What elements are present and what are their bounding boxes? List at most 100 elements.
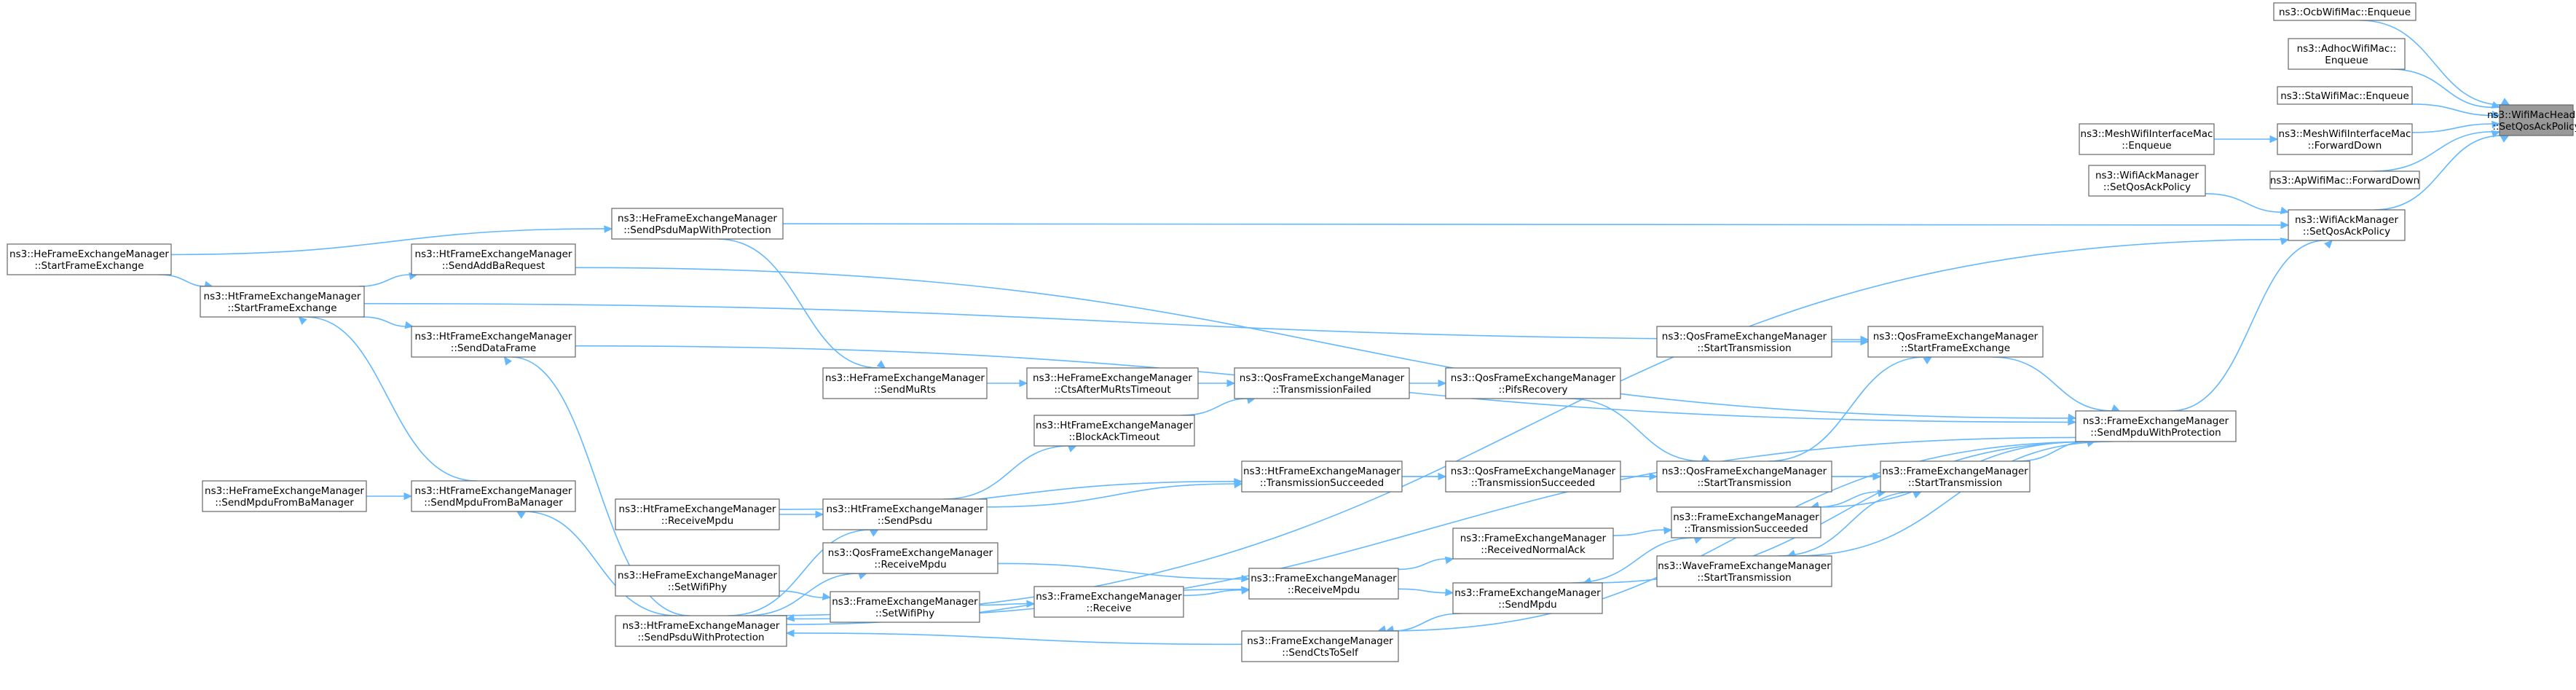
graph-node-fectsself[interactable]: ns3::FrameExchangeManager::SendCtsToSelf — [1241, 630, 1399, 662]
node-box — [202, 480, 367, 512]
graph-node-qostxfailed[interactable]: ns3::QosFrameExchangeManager::Transmissi… — [1234, 367, 1410, 399]
node-label-line: ::SendDataFrame — [451, 342, 536, 354]
graph-node-hectsafter[interactable]: ns3::HeFrameExchangeManager::CtsAfterMuR… — [1026, 367, 1199, 399]
call-edge-fectsself-to-htsendpsduwp — [785, 629, 1242, 646]
node-label-line: ::SendCtsToSelf — [1282, 647, 1359, 659]
graph-node-htsendpsduwp[interactable]: ns3::HtFrameExchangeManager::SendPsduWit… — [615, 615, 787, 647]
node-box — [615, 615, 787, 647]
node-box — [1452, 582, 1603, 614]
edge-line — [2170, 240, 2326, 412]
edge-arrowhead — [870, 529, 879, 537]
graph-node-wavestarttx[interactable]: ns3::WaveFrameExchangeManager::StartTran… — [1656, 555, 1832, 587]
graph-node-fetxsucc[interactable]: ns3::FrameExchangeManager::TransmissionS… — [1671, 506, 1821, 538]
node-box — [1033, 586, 1184, 618]
call-edge-ferecvmpdu-to-fesendmpdu — [1398, 588, 1454, 597]
graph-node-ferecv[interactable]: ns3::FrameExchangeManager::Receive — [1033, 586, 1184, 618]
graph-node-htsendpsdu[interactable]: ns3::HtFrameExchangeManager::SendPsdu — [822, 498, 988, 530]
call-edge-sta-to-root — [2411, 103, 2501, 119]
node-label-line: ::StartFrameExchange — [227, 302, 336, 314]
call-edge-adhoc-to-root — [2390, 68, 2501, 109]
edge-arrowhead — [516, 511, 526, 520]
edge-line — [1768, 356, 1926, 462]
graph-node-hemurts[interactable]: ns3::HeFrameExchangeManager::SendMuRts — [822, 367, 988, 399]
edge-arrowhead — [1234, 478, 1243, 486]
graph-node-meshfwd[interactable]: ns3::MeshWifiInterfaceMac::ForwardDown — [2277, 123, 2413, 155]
graph-node-meshenq[interactable]: ns3::MeshWifiInterfaceMac::Enqueue — [2079, 123, 2215, 155]
graph-node-qosstarttxL[interactable]: ns3::QosFrameExchangeManager::StartTrans… — [1656, 326, 1832, 358]
graph-node-hesendpsdumap[interactable]: ns3::HeFrameExchangeManager::SendPsduMap… — [611, 208, 784, 240]
graph-node-ocb[interactable]: ns3::OcbWifiMac::Enqueue — [2273, 2, 2417, 21]
edge-layer — [159, 20, 2510, 646]
edge-line — [1816, 491, 1879, 508]
node-box — [1241, 460, 1403, 493]
graph-node-fesmwp[interactable]: ns3::FrameExchangeManager::SendMpduWithP… — [2075, 410, 2237, 442]
edge-arrowhead — [2491, 110, 2501, 119]
graph-node-fesetphy[interactable]: ns3::FrameExchangeManager::SetWifiPhy — [830, 591, 980, 623]
graph-node-hesetphy[interactable]: ns3::HeFrameExchangeManager::SetWifiPhy — [615, 565, 780, 597]
node-label-line: ::SetWifiPhy — [875, 608, 934, 619]
graph-node-qosstarttx[interactable]: ns3::QosFrameExchangeManager::StartTrans… — [1656, 460, 1832, 493]
graph-node-sta[interactable]: ns3::StaWifiMac::Enqueue — [2277, 86, 2413, 105]
node-box — [822, 498, 988, 530]
graph-node-ferecvmpdu[interactable]: ns3::FrameExchangeManager::ReceiveMpdu — [1248, 568, 1399, 600]
edge-line — [1794, 441, 2113, 557]
node-box — [2075, 410, 2237, 442]
call-edge-htsendmpdubam-to-htstartfe — [298, 316, 477, 482]
edge-line — [1398, 588, 1447, 594]
call-edge-htstartfe-to-htaddba — [358, 272, 418, 287]
node-label-line: ns3::HtFrameExchangeManager — [415, 331, 572, 342]
node-box — [7, 243, 172, 275]
graph-node-htsendmpdubam[interactable]: ns3::HtFrameExchangeManager::SendMpduFro… — [411, 480, 576, 512]
graph-node-httxsucc[interactable]: ns3::HtFrameExchangeManager::Transmissio… — [1241, 460, 1403, 493]
edge-arrowhead — [1872, 472, 1882, 481]
edge-arrowhead — [1026, 600, 1036, 608]
graph-node-adhoc[interactable]: ns3::AdhocWifiMac::Enqueue — [2288, 38, 2406, 70]
graph-node-htblockack[interactable]: ns3::HtFrameExchangeManager::BlockAckTim… — [1033, 415, 1195, 447]
node-label-line: ::StartTransmission — [1697, 477, 1791, 489]
edge-line — [511, 356, 690, 616]
edge-arrowhead — [1445, 588, 1454, 597]
graph-node-htrecvmpdu[interactable]: ns3::HtFrameExchangeManager::ReceiveMpdu — [615, 498, 780, 530]
graph-node-wackset[interactable]: ns3::WifiAckManager::SetQosAckPolicy — [2088, 165, 2206, 197]
node-label-line: ns3::QosFrameExchangeManager — [1873, 331, 2039, 342]
graph-node-qospifs[interactable]: ns3::QosFrameExchangeManager::PifsRecove… — [1445, 367, 1621, 399]
graph-node-qostxsucc[interactable]: ns3::QosFrameExchangeManager::Transmissi… — [1445, 460, 1621, 493]
graph-node-hesendmpdubam[interactable]: ns3::HeFrameExchangeManager::SendMpduFro… — [202, 480, 367, 512]
node-label-line: ::ReceivedNormalAck — [1481, 544, 1586, 556]
edge-arrowhead — [1701, 454, 1711, 462]
node-box — [1656, 460, 1832, 493]
node-label-line: ns3::QosFrameExchangeManager — [1451, 372, 1616, 384]
node-label-line: ::SendMuRts — [874, 384, 936, 396]
call-edge-meshfwd-to-root — [2411, 120, 2501, 133]
edge-arrowhead — [2111, 404, 2121, 412]
edge-arrowhead — [876, 360, 886, 369]
graph-node-festarttx[interactable]: ns3::FrameExchangeManager::StartTransmis… — [1880, 460, 2031, 493]
node-box — [200, 286, 365, 318]
node-label-line: ns3::StaWifiMac::Enqueue — [2280, 90, 2409, 102]
graph-node-htdata[interactable]: ns3::HtFrameExchangeManager::SendDataFra… — [411, 326, 576, 358]
call-edge-hestartfe-to-hesendpsdumap — [170, 225, 613, 256]
graph-node-qosrecvmpdu[interactable]: ns3::QosFrameExchangeManager::ReceiveMpd… — [822, 542, 999, 574]
graph-node-qosstartfe[interactable]: ns3::QosFrameExchangeManager::StartFrame… — [1867, 326, 2044, 358]
graph-node-htaddba[interactable]: ns3::HtFrameExchangeManager::SendAddBaRe… — [411, 243, 576, 275]
edge-line — [1567, 398, 1703, 462]
call-edge-htrecvmpdu-to-htsendpsdu — [779, 510, 824, 519]
node-label-line: ::TransmissionFailed — [1272, 384, 1371, 396]
graph-node-root[interactable]: ns3::WifiMacHeader::SetQosAckPolicy — [2487, 104, 2576, 136]
node-label-line: ns3::HtFrameExchangeManager — [619, 503, 776, 515]
node-label-line: ns3::HtFrameExchangeManager — [415, 248, 572, 260]
graph-node-fesendmpdu[interactable]: ns3::FrameExchangeManager::SendMpdu — [1452, 582, 1603, 614]
call-edge-meshenq-to-meshfwd — [2214, 135, 2279, 144]
node-box — [2273, 2, 2417, 21]
edge-arrowhead — [403, 492, 413, 501]
node-box — [1656, 326, 1832, 358]
graph-node-ferecvack[interactable]: ns3::FrameExchangeManager::ReceivedNorma… — [1452, 528, 1614, 560]
edge-arrowhead — [2492, 120, 2501, 129]
graph-node-htstartfe[interactable]: ns3::HtFrameExchangeManager::StartFrameE… — [200, 286, 365, 318]
graph-node-wack[interactable]: ns3::WifiAckManager::SetQosAckPolicy — [2288, 209, 2406, 241]
graph-node-apfwd[interactable]: ns3::ApWifiMac::ForwardDown — [2269, 170, 2420, 189]
graph-node-hestartfe[interactable]: ns3::HeFrameExchangeManager::StartFrameE… — [7, 243, 172, 275]
node-label-line: ns3::WaveFrameExchangeManager — [1658, 560, 1831, 572]
call-edge-apfwd-to-root — [2372, 130, 2501, 172]
edge-line — [2411, 123, 2494, 133]
